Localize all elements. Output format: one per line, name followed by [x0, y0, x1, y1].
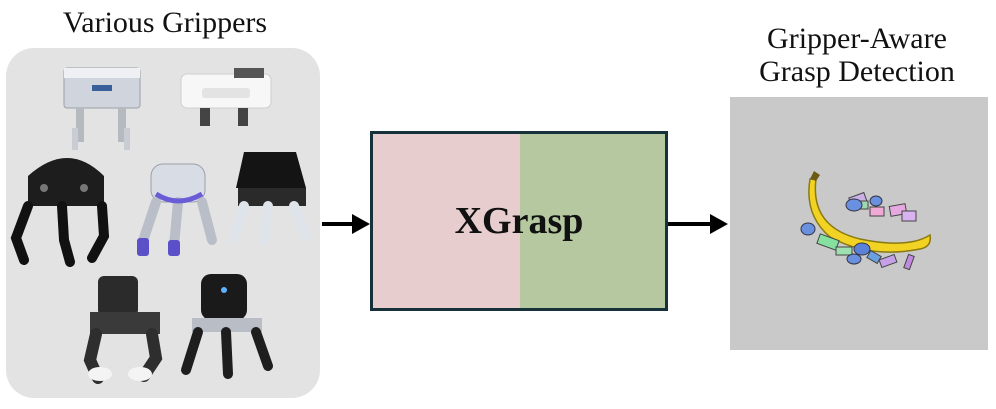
grasp-detection-title-line2: Grasp Detection [759, 55, 955, 88]
grasp-detection-title: Gripper-Aware Grasp Detection [722, 22, 992, 88]
arrow-to-detection-icon [668, 214, 728, 234]
three-finger-gripper-icon [10, 158, 110, 267]
xgrasp-left-half [373, 134, 520, 308]
xgrasp-right-half [520, 134, 665, 308]
parallel-jaw-gripper-icon [180, 68, 272, 126]
grasp-detection-image [730, 97, 988, 350]
grippers-panel [6, 48, 320, 398]
three-finger-gripper-icon [137, 163, 217, 256]
three-finger-gripper-icon [181, 274, 273, 379]
grasp-detection-title-line1: Gripper-Aware [767, 22, 947, 55]
xgrasp-model-box: XGrasp [370, 131, 668, 311]
xgrasp-label: XGrasp [454, 200, 584, 242]
arrow-to-xgrasp-icon [322, 214, 370, 234]
three-finger-gripper-icon [229, 152, 311, 245]
various-grippers-title: Various Grippers [62, 6, 268, 39]
grasp-ellipses [800, 195, 883, 265]
two-finger-gripper-icon [83, 276, 163, 384]
banana-icon [808, 171, 932, 253]
parallel-jaw-gripper-icon [63, 67, 141, 150]
